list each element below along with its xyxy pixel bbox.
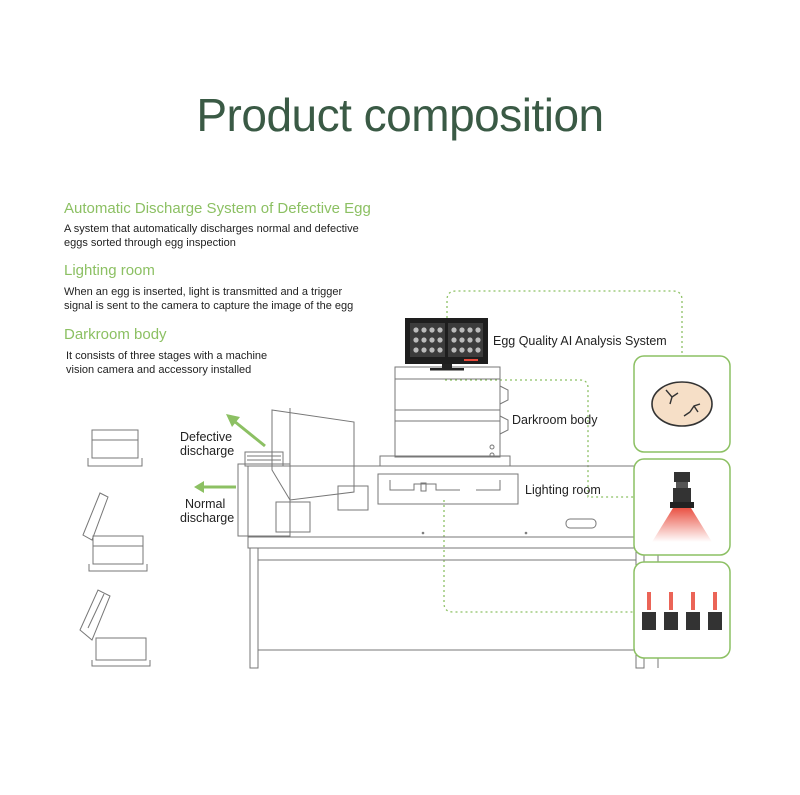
label-defective-discharge: Defective discharge [180,430,234,458]
machine-table [247,465,669,669]
desc-line: When an egg is inserted, light is transm… [64,286,343,298]
desc-line: vision camera and accessory installed [66,363,252,376]
label-analysis-system: Egg Quality AI Analysis System [493,334,667,348]
camera-light-icon [652,472,712,542]
section-desc-discharge: A system that automatically discharges n… [64,223,404,250]
section-desc-lighting: When an egg is inserted, light is transm… [64,286,404,313]
label-line: discharge [180,511,235,525]
label-line: Normal [185,497,226,511]
label-darkroom: Darkroom body [512,413,598,427]
discharge-arrows [194,414,266,493]
section-heading-darkroom: Darkroom body [64,326,167,343]
side-view-stage-2 [82,492,148,572]
label-normal-discharge: Normal discharge [180,497,234,525]
label-lighting: Lighting room [525,483,601,497]
section-heading-lighting: Lighting room [64,262,155,279]
page-title: Product composition [196,89,604,141]
side-view-stage-3 [79,589,151,667]
led-array-icon [642,592,722,630]
side-view-stage-1 [87,429,143,467]
discharge-unit [237,408,369,537]
connector-lines [443,290,683,613]
egg-crack-icon [651,381,713,427]
monitor-icon [405,318,488,371]
label-line: Defective [180,430,233,444]
section-desc-darkroom: It consists of three stages with a machi… [66,350,406,377]
label-line: discharge [180,444,235,458]
section-heading-discharge: Automatic Discharge System of Defective … [64,200,371,217]
desc-line: A system that automatically discharges n… [64,223,359,235]
desc-line: eggs sorted through egg inspection [64,236,236,249]
lighting-room-unit [377,473,519,505]
darkroom-unit [379,366,511,466]
desc-line: It consists of three stages with a machi… [66,350,268,362]
desc-line: signal is sent to the camera to capture … [64,299,354,312]
